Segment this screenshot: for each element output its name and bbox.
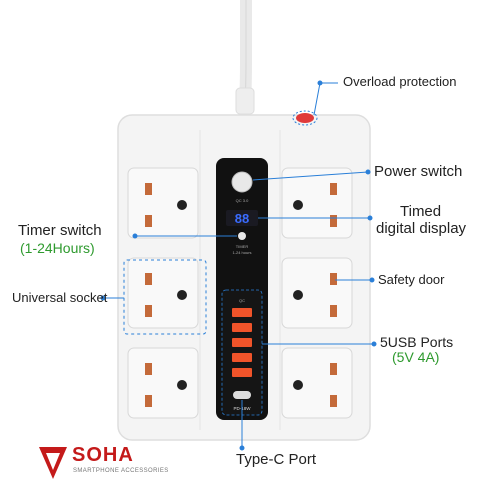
universal-socket-highlight — [123, 259, 207, 335]
brand-name: SOHA — [72, 444, 134, 466]
usb-ports-label: 5USB Ports — [380, 334, 454, 350]
usb-qc-label: QC — [239, 298, 245, 303]
usb-port-4[interactable] — [232, 353, 252, 362]
brand-logo: SOHA SMARTPHONE ACCESSORIES — [36, 443, 216, 493]
power-switch-label: Power switch — [374, 163, 463, 180]
usb-port-3[interactable] — [232, 338, 252, 347]
type-c-port[interactable] — [233, 391, 251, 399]
timer-switch-label: Timer switch — [18, 222, 102, 239]
timer-button[interactable] — [238, 232, 246, 240]
timed-display-label-1: Timed — [400, 203, 442, 220]
timer-range-label: (1-24Hours) — [20, 240, 95, 256]
callout-lines — [100, 80, 377, 451]
overload-button[interactable] — [296, 113, 314, 123]
power-switch-button[interactable] — [231, 171, 253, 193]
universal-socket-label: Universal socket — [12, 290, 108, 305]
socket-right-bottom[interactable] — [281, 347, 353, 419]
socket-left-middle[interactable] — [127, 257, 199, 329]
usb-power-label: (5V 4A) — [392, 349, 440, 365]
brand-tagline: SMARTPHONE ACCESSORIES — [73, 468, 169, 474]
usb-port-1[interactable] — [232, 308, 252, 317]
qc-label: QC 3.0 — [236, 198, 249, 203]
timed-display-label-2: digital display — [376, 220, 467, 237]
display-digits: 88 — [235, 211, 249, 226]
timer-text-2: 1-24 hours — [232, 250, 251, 255]
usb-port-5[interactable] — [232, 368, 252, 377]
socket-left-top[interactable] — [127, 167, 199, 239]
usb-port-2[interactable] — [232, 323, 252, 332]
safety-door-label: Safety door — [378, 272, 445, 287]
brand-shield-icon — [39, 447, 67, 479]
socket-left-bottom[interactable] — [127, 347, 199, 419]
type-c-port-label: Type-C Port — [236, 451, 317, 468]
overload-protection-label: Overload protection — [343, 74, 457, 89]
timer-text-1: TIMER — [236, 244, 249, 249]
digital-display — [226, 210, 258, 226]
socket-right-top[interactable] — [281, 167, 353, 239]
socket-right-middle[interactable] — [281, 257, 353, 329]
